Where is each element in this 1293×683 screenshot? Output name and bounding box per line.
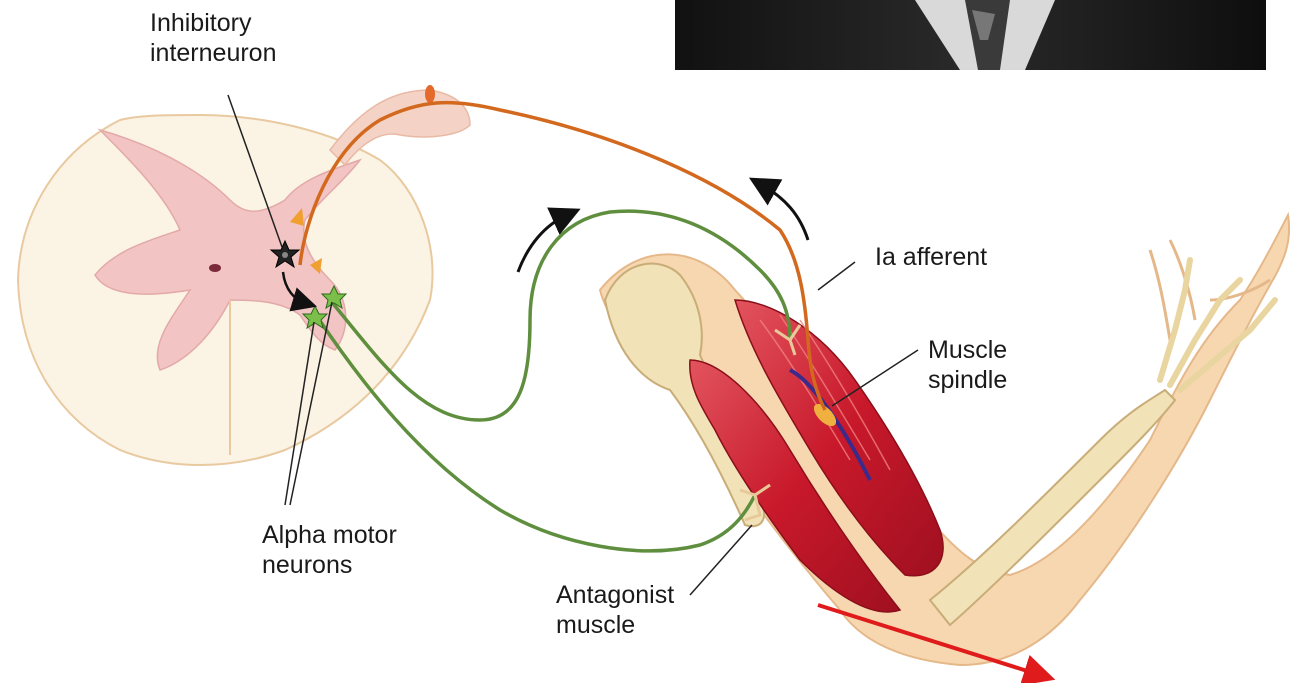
label-line: Muscle [928, 335, 1007, 365]
label-line: interneuron [150, 38, 276, 68]
label-antagonist-muscle: Antagonist muscle [556, 580, 674, 640]
label-line: spindle [928, 365, 1007, 395]
label-line: Alpha motor [262, 520, 397, 550]
label-line: Antagonist [556, 580, 674, 610]
label-ia-afferent: Ia afferent [875, 242, 987, 272]
leader-ia-afferent [818, 262, 855, 290]
label-line: neurons [262, 550, 397, 580]
label-line: Ia afferent [875, 242, 987, 272]
label-line: Inhibitory [150, 8, 276, 38]
label-muscle-spindle: Muscle spindle [928, 335, 1007, 395]
dorsal-root [330, 85, 470, 165]
label-alpha-motor-neurons: Alpha motor neurons [262, 520, 397, 580]
spinal-cord [18, 115, 433, 465]
afferent-direction-arrow [762, 185, 808, 240]
photo-inset [675, 0, 1266, 70]
label-line: muscle [556, 610, 674, 640]
label-inhibitory-interneuron: Inhibitory interneuron [150, 8, 276, 68]
